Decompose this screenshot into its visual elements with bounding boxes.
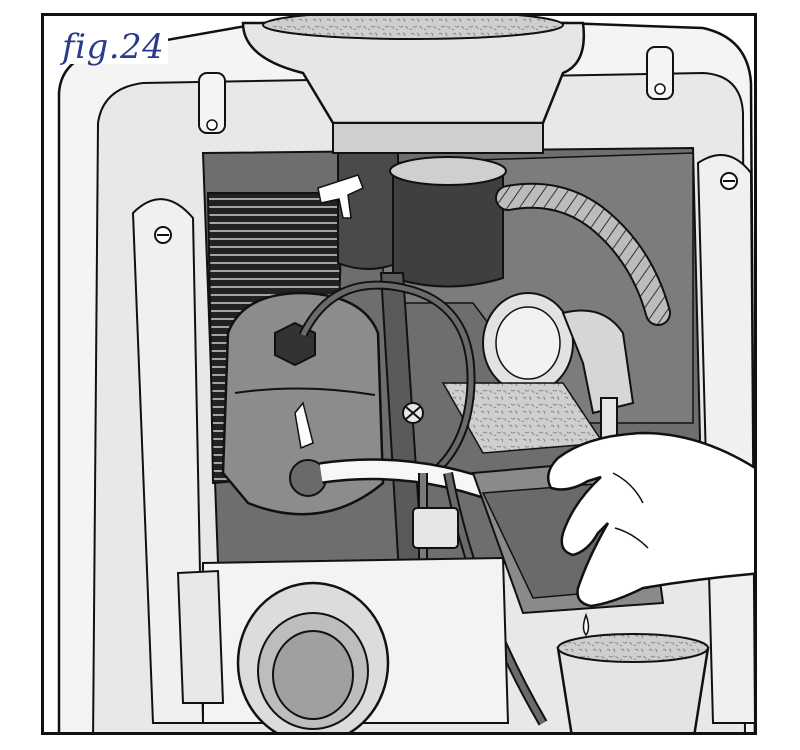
top-tray <box>241 16 586 154</box>
screw-icon <box>402 402 424 424</box>
appliance-illustration <box>57 16 754 732</box>
pump-cylinder <box>317 152 507 288</box>
hose-icon <box>495 182 671 326</box>
screw-icon <box>720 172 738 190</box>
figure-frame: fig.24 <box>41 13 757 735</box>
figure-label: fig.24 <box>58 30 169 64</box>
screw-icon <box>154 226 172 244</box>
cup-icon <box>556 633 710 732</box>
hand-icon <box>546 431 754 608</box>
valve-icon <box>482 292 635 449</box>
water-drop-icon <box>582 612 590 637</box>
top-screws <box>198 46 674 134</box>
